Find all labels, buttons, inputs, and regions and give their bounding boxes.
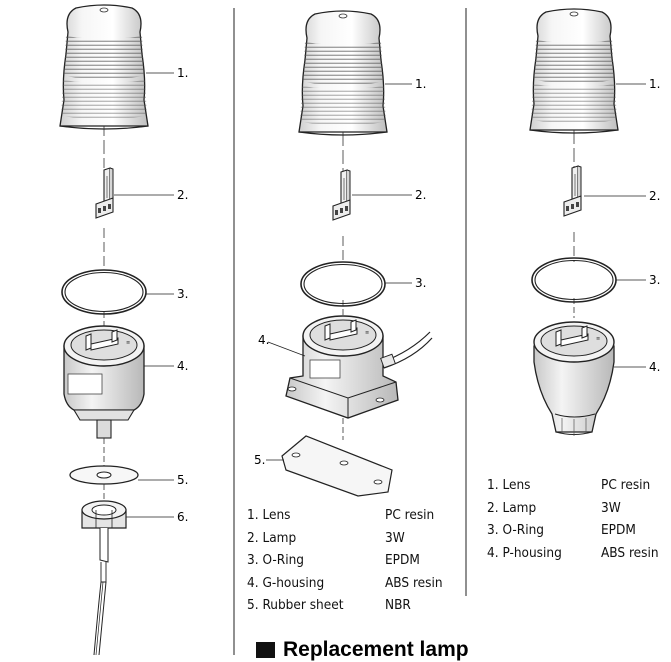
part-name: 2. Lamp (487, 499, 537, 516)
p-housing-part-right (533, 321, 615, 436)
callout-left-6: 6. (177, 510, 188, 524)
callout-middle-2: 2. (415, 188, 426, 202)
callout-middle-4: 4. (258, 333, 269, 347)
legend-row: 1. Lens PC resin (487, 474, 659, 497)
callout-middle-5: 5. (254, 453, 265, 467)
legend-row: 1. Lens PC resin (247, 504, 443, 527)
callout-right-3: 3. (649, 273, 660, 287)
section-heading: Replacement lamp (256, 638, 469, 661)
part-name: 2. Lamp (247, 529, 297, 546)
legend-row: 3. O-Ring EPDM (247, 549, 443, 572)
part-material: NBR (385, 597, 411, 613)
part-material: 3W (385, 529, 405, 546)
assembly-right: 1. 2. 3. 4. (529, 8, 660, 436)
lamp-part-right (563, 165, 582, 217)
housing-part-left (63, 325, 145, 439)
cable-left (93, 528, 109, 655)
part-material: PC resin (385, 507, 435, 523)
callout-left-2: 2. (177, 188, 188, 202)
part-material: PC resin (601, 477, 651, 493)
o-ring-part-right (531, 257, 617, 303)
callout-right-4: 4. (649, 360, 660, 374)
callout-middle-3: 3. (415, 276, 426, 290)
part-name: 3. O-Ring (487, 522, 544, 538)
callout-left-4: 4. (177, 359, 188, 373)
callout-left-3: 3. (177, 287, 188, 301)
part-material: EPDM (385, 552, 420, 568)
o-ring-part-left (61, 269, 147, 315)
rubber-washer-left (69, 465, 139, 485)
lens-part-middle (298, 10, 388, 136)
part-material: ABS resin (601, 544, 659, 561)
callout-right-1: 1. (649, 77, 660, 91)
g-housing-part-middle (285, 315, 433, 419)
part-name: 4. G-housing (247, 574, 325, 591)
legend-row: 4. P-housing ABS resin (487, 542, 659, 565)
part-name: 5. Rubber sheet (247, 597, 344, 613)
part-material: EPDM (601, 522, 636, 538)
legend-row: 3. O-Ring EPDM (487, 519, 659, 542)
o-ring-part-middle (300, 261, 386, 307)
callout-left-1: 1. (177, 66, 188, 80)
lamp-part-left (95, 167, 114, 219)
assembly-left: 1. 2. 3. 4. 5. 6. (59, 4, 188, 655)
legend-row: 5. Rubber sheet NBR (247, 594, 443, 617)
legend-row: 2. Lamp 3W (487, 497, 659, 520)
legend-row: 4. G-housing ABS resin (247, 572, 443, 595)
callout-middle-1: 1. (415, 77, 426, 91)
part-material: 3W (601, 499, 621, 516)
lamp-part-middle (332, 169, 351, 221)
callout-left-5: 5. (177, 473, 188, 487)
lens-part-right (529, 8, 619, 134)
part-name: 3. O-Ring (247, 552, 304, 568)
callout-right-2: 2. (649, 189, 660, 203)
rubber-sheet-part-middle (281, 435, 393, 497)
part-name: 4. P-housing (487, 544, 562, 561)
heading-square-icon (256, 642, 275, 658)
part-name: 1. Lens (487, 477, 531, 493)
part-material: ABS resin (385, 574, 443, 591)
assembly-middle: 1. 2. 3. 4. 5. (254, 10, 433, 497)
lens-part-left (59, 4, 149, 130)
legend-row: 2. Lamp 3W (247, 527, 443, 550)
heading-text: Replacement lamp (283, 638, 469, 661)
part-name: 1. Lens (247, 507, 291, 523)
lock-nut-left (81, 500, 127, 529)
